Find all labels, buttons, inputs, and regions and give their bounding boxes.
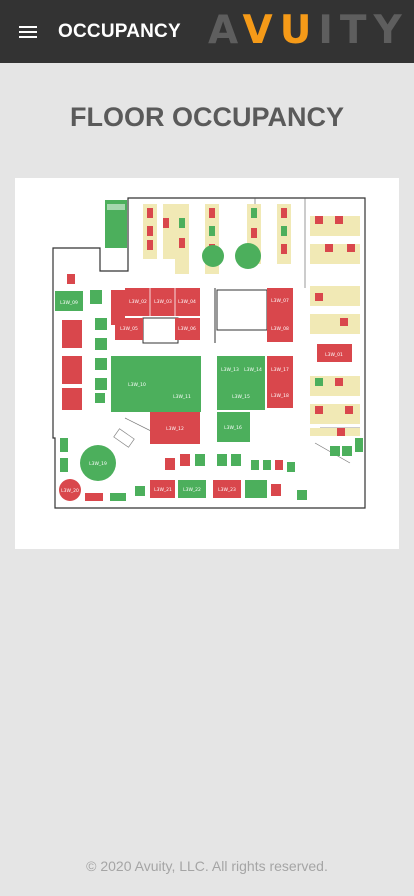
room-block — [267, 288, 293, 316]
app-title: OCCUPANCY — [58, 21, 181, 42]
room-block — [55, 291, 83, 311]
hamburger-menu-icon[interactable] — [16, 20, 40, 44]
room-label: L3W_18 — [271, 393, 289, 399]
room-block — [267, 356, 293, 384]
app-header: OCCUPANCY AVUITY — [0, 0, 414, 63]
room-label: L3W_04 — [178, 299, 196, 305]
floor-plan-map[interactable]: L3W_01 L3W_02 L3W_03 L3W_04 L3W_05 L3W_0… — [15, 178, 399, 549]
room-label: L3W_16 — [224, 425, 242, 431]
room-block — [62, 320, 82, 348]
desk-cluster — [310, 216, 360, 424]
room-block — [217, 384, 265, 410]
room-label: L3W_23 — [218, 487, 236, 493]
logo-text-part: A — [208, 8, 243, 53]
table-round — [80, 445, 116, 481]
room-label: L3W_14 — [244, 367, 262, 373]
room-block — [217, 412, 250, 442]
room-label: L3W_05 — [120, 326, 138, 332]
room-label: L3W_13 — [221, 367, 239, 373]
room-block — [115, 318, 143, 340]
table-round — [202, 245, 224, 267]
room-block — [111, 356, 163, 412]
room-block — [150, 480, 175, 498]
floor-plan-card: L3W_01 L3W_02 L3W_03 L3W_04 L3W_05 L3W_0… — [15, 178, 399, 549]
floor-outline — [52, 197, 366, 509]
room-block — [150, 412, 200, 444]
room-block — [178, 480, 206, 498]
room-block — [62, 356, 82, 384]
room-label: L3W_08 — [271, 326, 289, 332]
room-block — [111, 290, 125, 325]
room-label: L3W_03 — [154, 299, 172, 305]
room-label: L3W_19 — [89, 461, 107, 467]
room-block — [105, 200, 127, 248]
room-label: L3W_21 — [154, 487, 172, 493]
room-block — [213, 480, 241, 498]
room-label: L3W_01 — [325, 352, 343, 358]
room-block — [267, 384, 293, 408]
table-round — [235, 243, 261, 269]
room-block — [317, 344, 352, 362]
room-label: L3W_10 — [128, 382, 146, 388]
room-block — [267, 316, 293, 342]
room-block — [245, 480, 267, 498]
room-label: L3W_17 — [271, 367, 289, 373]
room-block — [217, 356, 265, 384]
room-label: L3W_09 — [60, 300, 78, 306]
room-label: L3W_20 — [61, 488, 79, 494]
room-label: L3W_22 — [183, 487, 201, 493]
room-block — [163, 356, 201, 412]
room-label: L3W_06 — [178, 326, 196, 332]
room-label: L3W_02 — [129, 299, 147, 305]
room-block — [125, 288, 200, 316]
room-label: L3W_11 — [173, 394, 191, 400]
table-round — [59, 479, 81, 501]
room-label: L3W_12 — [166, 426, 184, 432]
footer-copyright: © 2020 Avuity, LLC. All rights reserved. — [86, 858, 328, 874]
room-label: L3W_15 — [232, 394, 250, 400]
room-block — [62, 388, 82, 410]
logo-text-part: ITY — [318, 8, 409, 53]
logo-text-part: VU — [242, 8, 319, 53]
room-block — [175, 318, 200, 340]
avuity-logo: AVUITY — [208, 10, 409, 52]
room-label: L3W_07 — [271, 298, 289, 304]
page-title: FLOOR OCCUPANCY — [70, 102, 344, 132]
